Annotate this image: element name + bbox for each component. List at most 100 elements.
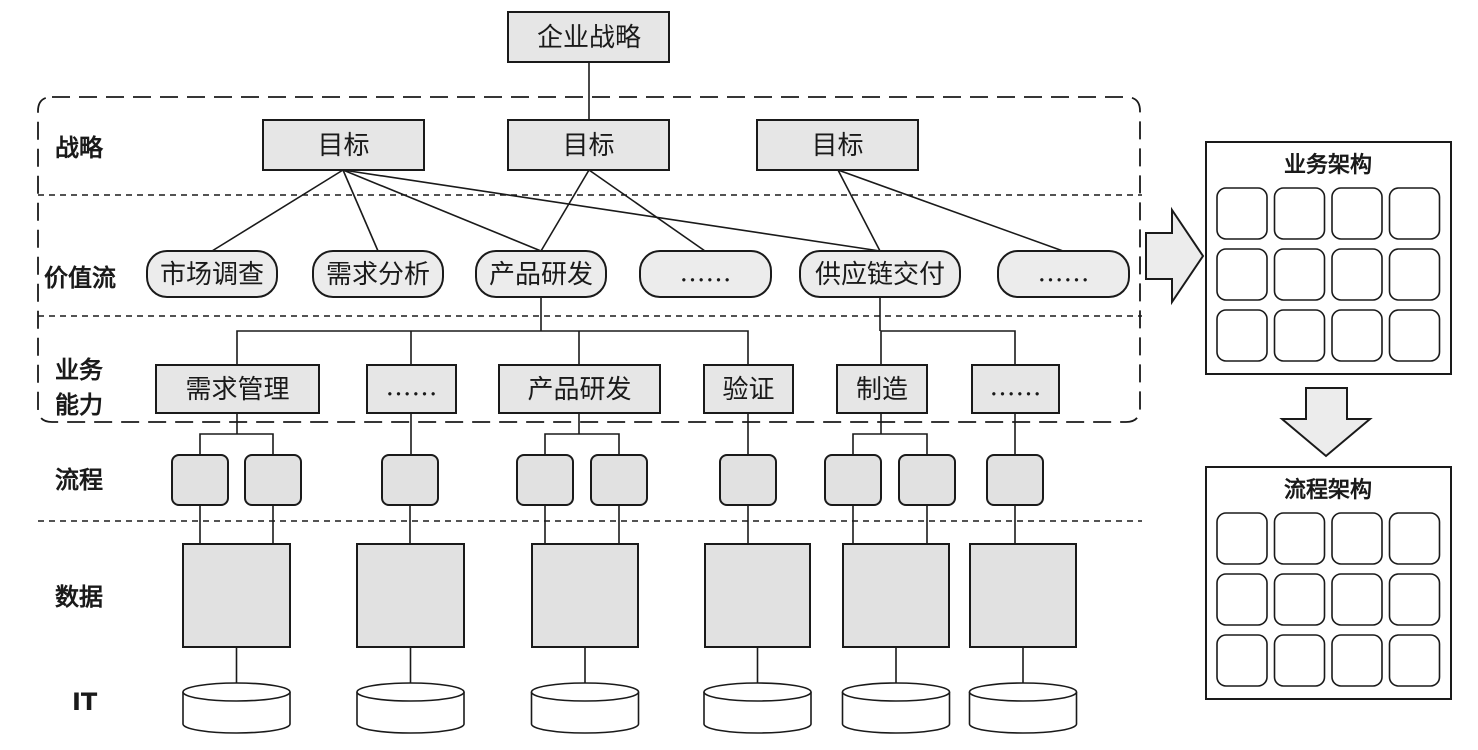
architecture-cell xyxy=(1216,248,1268,301)
value-stream-label: 需求分析 xyxy=(326,260,430,290)
goal-box xyxy=(262,119,425,171)
capability-label: …… xyxy=(386,372,438,402)
process-box xyxy=(171,454,229,506)
value-stream-pill xyxy=(639,250,772,298)
architecture-cell xyxy=(1388,573,1441,626)
layer-label-strategy: 战略 xyxy=(55,134,104,162)
process-box xyxy=(824,454,882,506)
connector-goal-vs xyxy=(837,169,1064,252)
architecture-cell xyxy=(1216,634,1268,687)
goal-label: 目标 xyxy=(811,131,863,161)
layer-label-process: 流程 xyxy=(55,466,103,494)
layer-label-data: 数据 xyxy=(55,583,103,611)
connector-goal-vs xyxy=(540,169,590,252)
architecture-cell xyxy=(1273,309,1326,362)
architecture-cell xyxy=(1273,512,1326,565)
architecture-cell xyxy=(1331,573,1383,626)
architecture-cell xyxy=(1216,573,1268,626)
architecture-cell xyxy=(1216,512,1268,565)
database-cylinder-top xyxy=(968,682,1078,702)
capability-label: 产品研发 xyxy=(527,375,631,405)
arrow-down-icon xyxy=(1279,387,1373,458)
architecture-cell xyxy=(1273,187,1326,240)
connector-cap-proc xyxy=(544,433,620,455)
connector-cap-proc xyxy=(852,433,928,455)
layer-label-it: IT xyxy=(72,688,98,716)
architecture-cell xyxy=(1216,309,1268,362)
data-box xyxy=(531,543,639,648)
capability-box xyxy=(366,364,457,414)
value-stream-pill xyxy=(146,250,278,298)
value-stream-label: 产品研发 xyxy=(489,260,593,290)
database-cylinder-icon xyxy=(703,692,812,734)
capability-box xyxy=(971,364,1060,414)
value-stream-label: …… xyxy=(680,258,732,288)
database-cylinder-top xyxy=(356,682,465,702)
architecture-cell xyxy=(1388,309,1441,362)
goal-label: 目标 xyxy=(562,131,614,161)
capability-box xyxy=(703,364,794,414)
value-stream-label: …… xyxy=(1038,258,1090,288)
database-cylinder-top xyxy=(530,682,640,702)
value-stream-pill xyxy=(799,250,961,298)
architecture-cell xyxy=(1388,512,1441,565)
process-box xyxy=(590,454,648,506)
database-cylinder-icon xyxy=(356,692,465,734)
value-stream-pill xyxy=(312,250,444,298)
process-box xyxy=(244,454,302,506)
architecture-cell xyxy=(1388,248,1441,301)
value-stream-label: 市场调查 xyxy=(160,260,264,290)
connector-vs-cap xyxy=(236,330,749,365)
capability-box xyxy=(836,364,928,414)
process-box xyxy=(986,454,1044,506)
layer-label-capability-2: 能力 xyxy=(55,391,103,419)
architecture-cell xyxy=(1388,634,1441,687)
data-box xyxy=(704,543,811,648)
enterprise-strategy-label: 企业战略 xyxy=(537,23,641,53)
goal-box xyxy=(507,119,670,171)
database-cylinder-icon xyxy=(841,692,951,734)
value-stream-pill xyxy=(475,250,607,298)
value-stream-label: 供应链交付 xyxy=(815,260,945,290)
connector-cap-proc xyxy=(199,433,274,455)
connector-goal-vs xyxy=(211,169,344,252)
connector-goal-vs xyxy=(837,169,881,252)
process-box xyxy=(381,454,439,506)
architecture-cell xyxy=(1216,187,1268,240)
architecture-cell xyxy=(1331,634,1383,687)
goal-box xyxy=(756,119,919,171)
process-box xyxy=(898,454,956,506)
architecture-cell xyxy=(1273,634,1326,687)
database-cylinder-icon xyxy=(182,692,291,734)
process-box xyxy=(516,454,574,506)
capability-box xyxy=(155,364,320,414)
strategy-capability-region xyxy=(37,96,1141,423)
architecture-cell xyxy=(1331,309,1383,362)
data-box xyxy=(969,543,1077,648)
database-cylinder-top xyxy=(182,682,291,702)
data-box xyxy=(182,543,291,648)
capability-box xyxy=(498,364,661,414)
architecture-cell xyxy=(1331,248,1383,301)
data-box xyxy=(356,543,465,648)
value-stream-pill xyxy=(997,250,1130,298)
architecture-cell xyxy=(1331,512,1383,565)
arrow-right-icon xyxy=(1145,206,1205,306)
connector-goal-vs xyxy=(342,169,379,252)
architecture-cell xyxy=(1388,187,1441,240)
database-cylinder-icon xyxy=(530,692,640,734)
business-architecture-title: 业务架构 xyxy=(1284,152,1372,178)
connector-goal-vs xyxy=(342,169,881,252)
enterprise-strategy-box xyxy=(507,11,670,63)
layer-label-value-stream: 价值流 xyxy=(44,264,116,292)
goal-label: 目标 xyxy=(317,131,369,161)
architecture-cell xyxy=(1331,187,1383,240)
architecture-cell xyxy=(1273,573,1326,626)
connector-goal-vs xyxy=(342,169,542,252)
process-box xyxy=(719,454,777,506)
capability-label: 验证 xyxy=(722,375,774,405)
database-cylinder-icon xyxy=(968,692,1078,734)
process-architecture-title: 流程架构 xyxy=(1284,477,1372,503)
capability-label: 需求管理 xyxy=(185,375,289,405)
